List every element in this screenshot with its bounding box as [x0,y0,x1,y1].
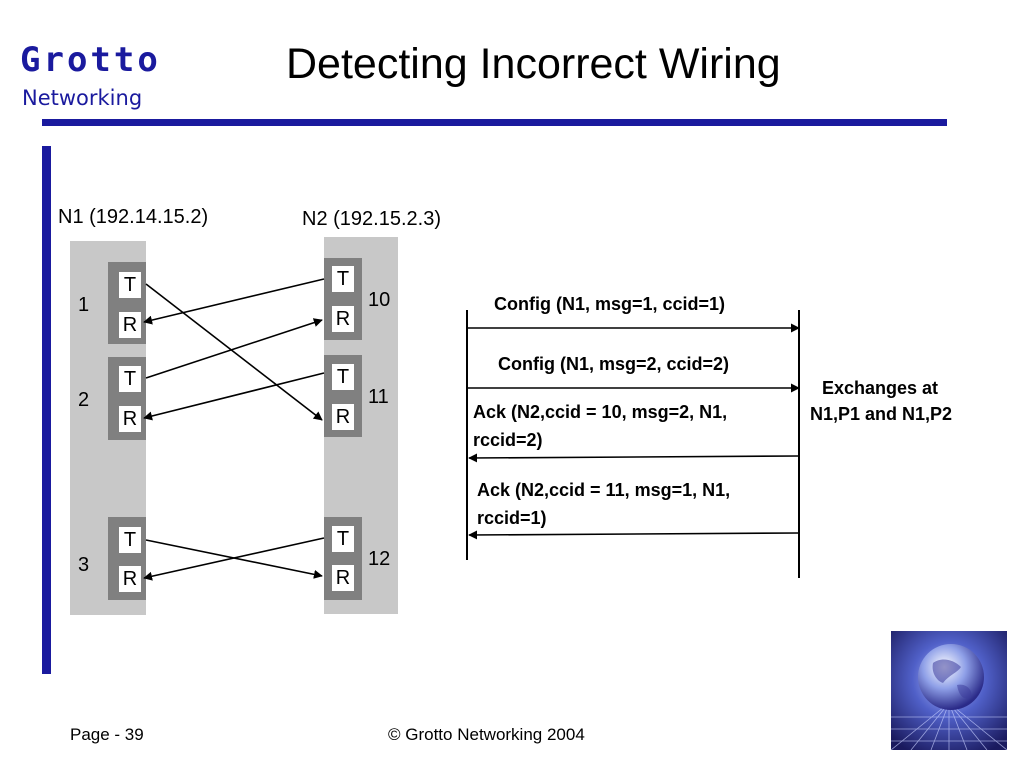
globe-graphic [891,631,1007,750]
node-n2-label: N2 (192.15.2.3) [302,208,441,230]
msg-ack-1-line2: rccid=2) [473,430,543,450]
footer-page-number: Page - 39 [70,725,144,744]
node-n1-label: N1 (192.14.15.2) [58,206,209,228]
msg-config-1-label: Config (N1, msg=1, ccid=1) [494,294,726,314]
msg-config-2-label: Config (N1, msg=2, ccid=2) [498,354,730,374]
msg-ack-1-line1: Ack (N2,ccid = 10, msg=2, N1, [473,402,728,422]
n2-port-10-rx: R [332,306,354,332]
wire-n1p1-tx-to-n2p11-rx [145,283,323,421]
n2-port-10-tx: T [332,266,354,292]
arrow-ack-1 [468,453,800,463]
arrow-ack-2 [468,530,800,540]
n2-port-number-12: 12 [368,548,391,570]
wire-n2p10-tx-to-n1p1-rx [143,278,325,325]
wire-n1p2-tx-to-n2p10-rx [145,318,323,379]
slide-title: Detecting Incorrect Wiring [286,40,781,88]
n2-port-12-rx: R [332,565,354,591]
n1-port-1-rx: R [119,312,141,338]
n2-port-11-rx: R [332,404,354,430]
logo-networking-text: Networking [22,86,143,110]
n1-port-1-tx: T [119,272,141,298]
n1-port-3-rx: R [119,566,141,592]
n1-port-number-2: 2 [78,389,90,411]
left-accent-bar [42,146,51,674]
n1-port-2-rx: R [119,406,141,432]
n1-port-3-tx: T [119,527,141,553]
header-divider [42,119,947,126]
n1-port-number-1: 1 [78,294,90,316]
n2-port-12-tx: T [332,526,354,552]
msg-ack-2-line2: rccid=1) [477,508,547,528]
exchange-note-line1: Exchanges at [822,378,939,398]
n1-port-2-tx: T [119,366,141,392]
n2-port-number-10: 10 [368,289,391,311]
footer-copyright: © Grotto Networking 2004 [388,725,585,744]
msg-ack-2-line1: Ack (N2,ccid = 11, msg=1, N1, [477,480,731,500]
n2-port-number-11: 11 [368,386,389,408]
wire-n2p12-tx-to-n1p3-rx [143,537,325,581]
n2-port-11-tx: T [332,364,354,390]
wire-n2p11-tx-to-n1p2-rx [143,372,325,421]
logo-grotto-text: Grotto [20,40,161,80]
exchange-note-line2: N1,P1 and N1,P2 [810,404,953,424]
n1-port-number-3: 3 [78,554,90,576]
